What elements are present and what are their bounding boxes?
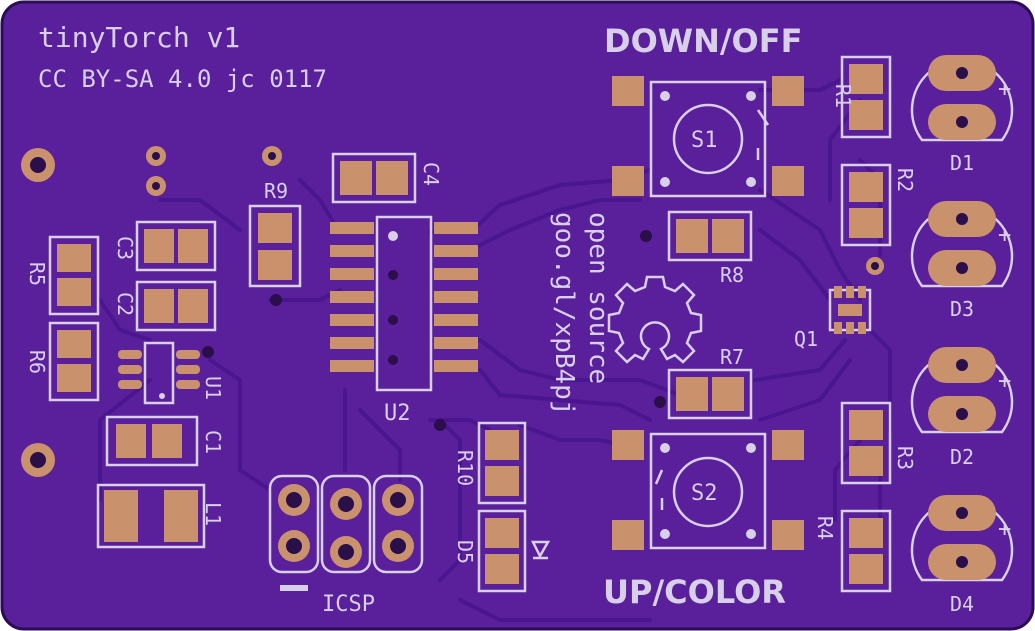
svg-text:+: + bbox=[998, 223, 1011, 248]
switch-s1: S1 bbox=[612, 76, 804, 198]
svg-text:R6: R6 bbox=[25, 350, 49, 374]
svg-text:U2: U2 bbox=[384, 401, 411, 426]
svg-text:D1: D1 bbox=[950, 151, 974, 175]
board-title: tinyTorch v1 bbox=[38, 21, 240, 54]
svg-text:R3: R3 bbox=[893, 446, 917, 470]
chip-u2: U2 bbox=[330, 215, 478, 426]
svg-text:+: + bbox=[998, 369, 1011, 394]
open-source-note: open source goo.gl/xpB4pj bbox=[549, 212, 613, 416]
resistor-r3: R3 bbox=[840, 401, 917, 485]
resistor-r2: R2 bbox=[840, 163, 917, 247]
led-d3: + D3 bbox=[910, 201, 1014, 321]
resistor-r8: R8 bbox=[667, 210, 753, 287]
diode-d5: D5 bbox=[453, 509, 551, 593]
svg-text:R1: R1 bbox=[831, 84, 855, 108]
switch-s2: S2 bbox=[612, 430, 804, 550]
svg-text:Q1: Q1 bbox=[794, 327, 818, 351]
svg-text:R9: R9 bbox=[264, 179, 288, 203]
svg-text:open source: open source bbox=[583, 212, 613, 384]
resistor-r4: R4 bbox=[813, 509, 892, 593]
svg-text:D3: D3 bbox=[950, 297, 974, 321]
button-top-label: DOWN/OFF bbox=[604, 22, 802, 60]
capacitor-c1: C1 bbox=[105, 415, 225, 467]
copper-traces bbox=[98, 78, 892, 622]
resistor-r6: R6 bbox=[25, 321, 100, 402]
svg-text:D4: D4 bbox=[950, 592, 974, 616]
svg-text:R10: R10 bbox=[453, 450, 477, 486]
transistor-q1: Q1 bbox=[794, 286, 872, 351]
resistor-r7: R7 bbox=[667, 345, 753, 420]
svg-text:C3: C3 bbox=[113, 236, 137, 260]
svg-text:ICSP: ICSP bbox=[322, 592, 375, 617]
svg-text:C2: C2 bbox=[113, 292, 137, 316]
inductor-l1: L1 bbox=[96, 483, 225, 549]
svg-text:R8: R8 bbox=[720, 263, 744, 287]
svg-text:S1: S1 bbox=[691, 128, 718, 153]
capacitor-c3: C3 bbox=[113, 220, 217, 272]
svg-text:C4: C4 bbox=[419, 162, 443, 186]
mounting-hole-top bbox=[21, 148, 55, 182]
svg-text:goo.gl/xpB4pj: goo.gl/xpB4pj bbox=[549, 212, 579, 416]
svg-text:R4: R4 bbox=[813, 516, 837, 540]
svg-text:R2: R2 bbox=[893, 168, 917, 192]
chip-u1: U1 bbox=[118, 341, 225, 405]
led-d4: + D4 bbox=[910, 495, 1014, 616]
resistor-r5: R5 bbox=[25, 235, 100, 316]
svg-text:R7: R7 bbox=[720, 345, 744, 369]
svg-text:U1: U1 bbox=[201, 376, 225, 400]
resistor-r10: R10 bbox=[453, 421, 527, 505]
mounting-hole-bottom bbox=[21, 443, 55, 477]
svg-text:R5: R5 bbox=[25, 262, 49, 286]
board-license: CC BY-SA 4.0 jc 0117 bbox=[38, 65, 327, 93]
svg-text:D2: D2 bbox=[950, 445, 974, 469]
svg-text:C1: C1 bbox=[201, 430, 225, 454]
svg-text:L1: L1 bbox=[201, 502, 225, 526]
resistor-r9: R9 bbox=[248, 179, 302, 288]
svg-text:S2: S2 bbox=[691, 481, 718, 506]
diode-symbol-icon bbox=[530, 540, 551, 560]
capacitor-c4: C4 bbox=[331, 152, 443, 204]
svg-text:+: + bbox=[998, 517, 1011, 542]
icsp-header: ICSP bbox=[268, 474, 424, 617]
button-bottom-label: UP/COLOR bbox=[603, 573, 786, 611]
svg-text:+: + bbox=[998, 77, 1011, 102]
svg-text:D5: D5 bbox=[453, 540, 477, 564]
vias bbox=[146, 146, 884, 431]
open-hardware-gear-icon bbox=[607, 275, 703, 364]
led-d2: + D2 bbox=[910, 347, 1014, 469]
led-d1: + D1 bbox=[910, 55, 1014, 175]
capacitor-c2: C2 bbox=[113, 280, 217, 332]
resistor-r1: R1 bbox=[831, 55, 892, 139]
